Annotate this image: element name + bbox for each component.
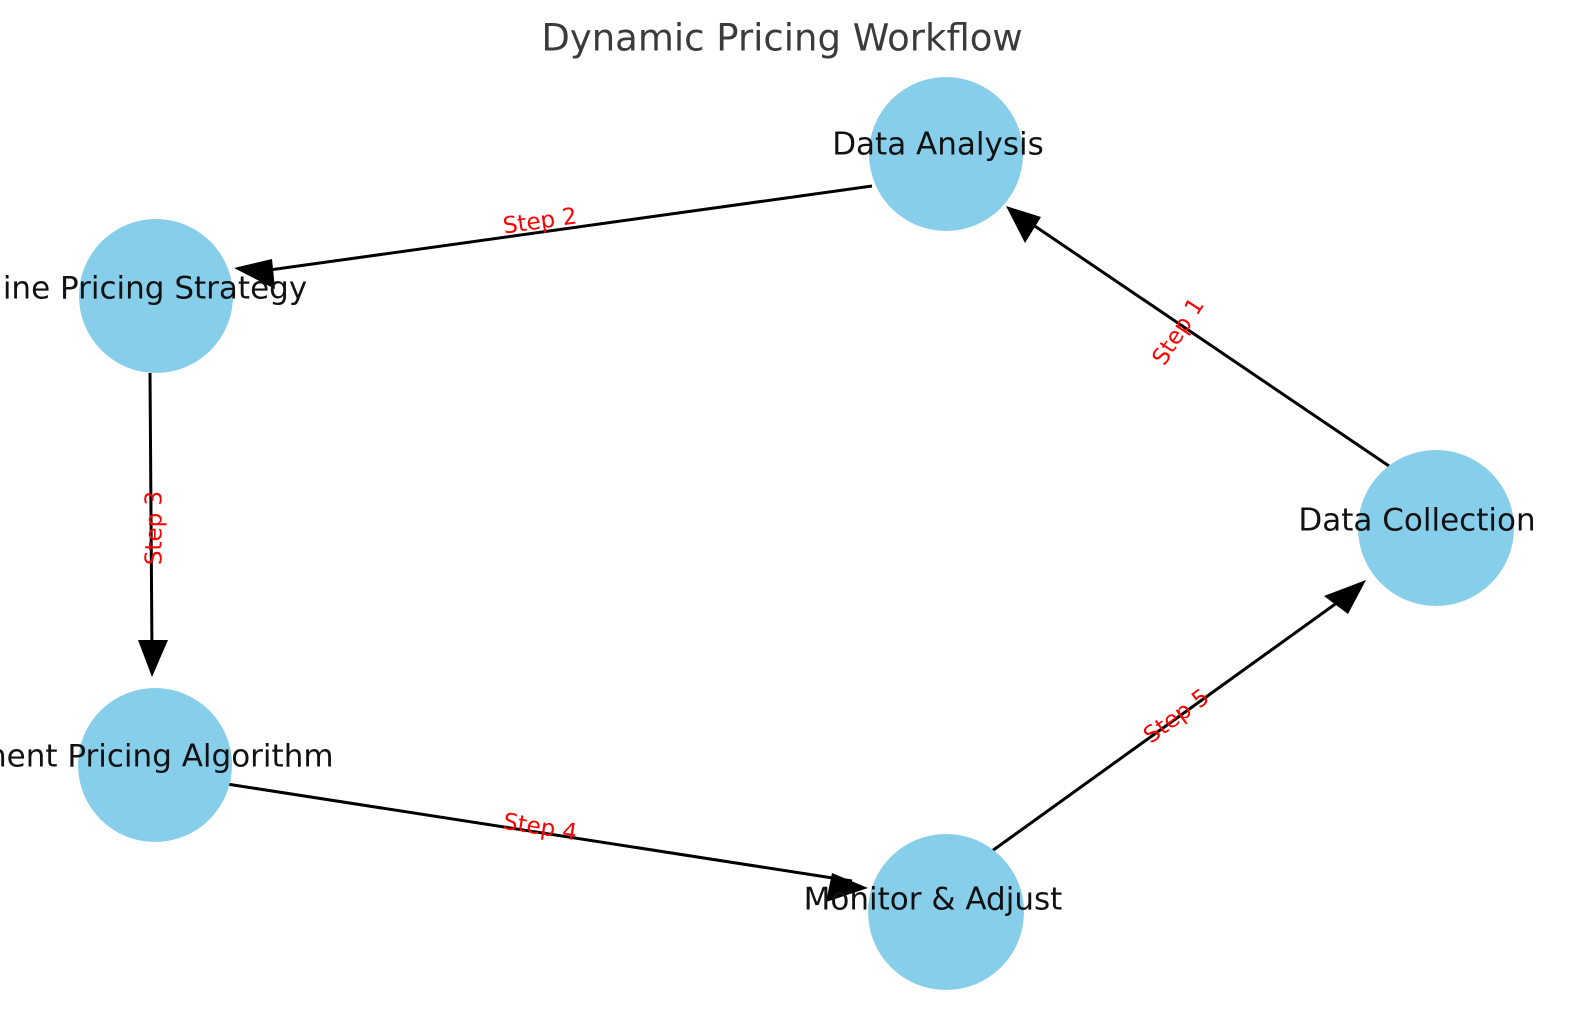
edge-line-step-2	[247, 184, 873, 275]
node-circle-monitor-adjust[interactable]	[868, 834, 1024, 990]
edge-line-step-3	[148, 372, 154, 656]
node-pricing-algorithm[interactable]	[78, 688, 232, 842]
edge-step-3[interactable]: Step 3	[138, 372, 168, 677]
edge-step-5[interactable]: Step 5	[991, 580, 1366, 853]
page-title: Dynamic Pricing Workflow	[541, 17, 1022, 60]
node-label-monitor-adjust: Monitor & Adjust	[804, 882, 1063, 918]
node-label-data-collection: Data Collection	[1298, 503, 1535, 539]
node-circle-pricing-algorithm[interactable]	[78, 688, 232, 842]
node-label-data-analysis: Data Analysis	[832, 127, 1044, 163]
node-circle-pricing-strategy[interactable]	[79, 219, 233, 373]
arrowhead-step-4	[826, 873, 868, 902]
node-data-collection[interactable]	[1358, 450, 1514, 606]
arrowhead-step-2	[234, 259, 275, 289]
node-data-analysis[interactable]	[869, 77, 1023, 231]
arrowhead-step-1	[1006, 206, 1041, 243]
edge-step-4[interactable]: Step 4	[226, 782, 868, 902]
edge-label-step-1: Step 1	[1147, 293, 1209, 369]
node-circle-data-collection[interactable]	[1358, 450, 1514, 606]
node-circle-data-analysis[interactable]	[869, 77, 1023, 231]
node-labels-layer: Data Analysis ine Pricing Strategy ment …	[0, 127, 1536, 918]
edge-label-step-4: Step 4	[501, 809, 578, 846]
node-label-pricing-strategy: ine Pricing Strategy	[3, 271, 307, 307]
node-monitor-adjust[interactable]	[868, 834, 1024, 990]
node-pricing-strategy[interactable]	[79, 219, 233, 373]
nodes-layer	[78, 77, 1514, 990]
edge-label-step-2: Step 2	[501, 203, 578, 239]
edge-step-2[interactable]: Step 2	[234, 184, 873, 289]
arrowhead-step-3	[138, 640, 168, 677]
edge-label-step-5: Step 5	[1139, 684, 1214, 749]
edge-line-step-1	[1016, 212, 1390, 468]
edge-line-step-4	[226, 782, 853, 883]
edge-line-step-5	[991, 590, 1353, 853]
edge-label-step-3: Step 3	[142, 491, 168, 565]
arrowhead-step-5	[1324, 580, 1366, 614]
node-label-pricing-algorithm: ment Pricing Algorithm	[0, 739, 334, 775]
edge-step-1[interactable]: Step 1	[1006, 206, 1390, 468]
edges-layer: Step 1 Step 2 Step 3 Step 4	[138, 184, 1390, 902]
